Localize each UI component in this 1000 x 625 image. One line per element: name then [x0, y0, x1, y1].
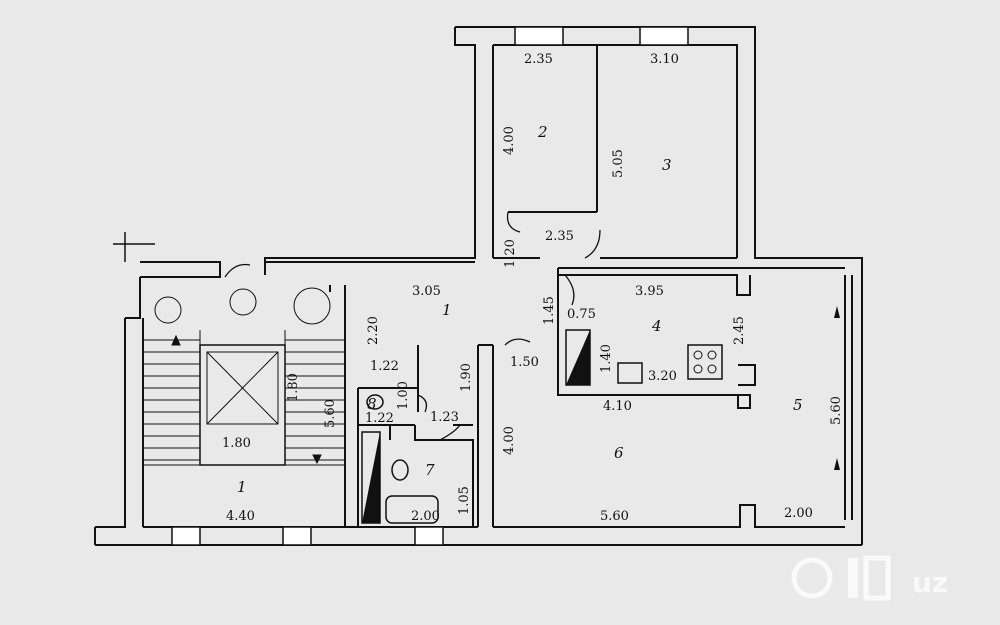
dim-stair-depth: 2.20 — [366, 316, 381, 345]
watermark-logo: uz — [791, 555, 948, 601]
dim-landing-length: 5.60 — [323, 399, 338, 428]
dim-room4-side-b: 0.75 — [567, 307, 596, 322]
dim-room2-lower: 2.35 — [545, 229, 574, 244]
vent-shaft-room4 — [566, 330, 590, 385]
stairwell-corner — [125, 277, 141, 319]
watermark-o-icon — [791, 557, 833, 599]
walls — [94, 26, 863, 546]
room-number-7: 7 — [425, 461, 435, 479]
door-stair-top — [224, 263, 251, 278]
dim-room4-niche: 1.40 — [599, 344, 614, 373]
balcony-window-b — [834, 458, 840, 470]
bathtub-icon — [385, 495, 439, 524]
window-room3 — [639, 26, 689, 46]
fixtures — [361, 306, 840, 524]
door-room8 — [417, 394, 428, 413]
dim-room2-length: 4.00 — [502, 126, 517, 155]
dim-room4-depth: 2.45 — [732, 316, 747, 345]
windows — [171, 26, 689, 546]
vent-shaft-room7 — [362, 432, 380, 523]
stove-icon — [687, 344, 723, 380]
door-room2 — [506, 211, 521, 233]
dim-stove-run: 3.20 — [648, 369, 677, 384]
dim-room6-width: 5.60 — [600, 509, 629, 524]
dim-room4-width: 3.95 — [635, 284, 664, 299]
dim-room7-depth: 1.05 — [457, 486, 472, 515]
window-stair-2 — [282, 526, 312, 546]
door-room7 — [439, 424, 461, 441]
dim-room7-width: 2.00 — [411, 509, 440, 524]
room2-3-top-inner — [493, 44, 738, 258]
window-stair — [171, 526, 201, 546]
dim-room5-width: 2.00 — [784, 506, 813, 521]
dim-room8-bottom: 1.22 — [365, 411, 394, 426]
sink-icon — [617, 362, 643, 384]
toilet-icon — [366, 394, 384, 410]
dim-room8-top: 1.22 — [370, 359, 399, 374]
window-room7 — [414, 526, 444, 546]
dim-room6-door: 1.50 — [510, 355, 539, 370]
door-room3 — [584, 229, 601, 259]
stair-column-a — [154, 296, 182, 324]
room-number-4: 4 — [651, 317, 662, 335]
doors — [224, 211, 601, 441]
room4-top-inner — [557, 268, 751, 296]
room-number-6: 6 — [614, 444, 624, 462]
room-number-8: 8 — [367, 395, 377, 413]
stair-arrow-up — [171, 334, 181, 346]
dim-room4-lower: 4.10 — [603, 399, 632, 414]
stairwell-top-wall — [140, 261, 221, 278]
dim-stair-span: 1.80 — [286, 373, 301, 402]
dim-room2-width: 2.35 — [524, 52, 553, 67]
door-room6 — [504, 338, 531, 346]
dim-corridor-width: 1.20 — [503, 239, 518, 268]
watermark-b-icon — [863, 555, 891, 601]
window-room2 — [514, 26, 564, 46]
dim-room5-length: 5.60 — [829, 396, 844, 425]
dim-hall-depth: 1.90 — [459, 363, 474, 392]
washbasin-icon — [391, 459, 409, 481]
watermark-bar-icon — [848, 558, 858, 598]
outer-wall-left-upper — [264, 27, 476, 275]
lift-cab — [206, 351, 279, 425]
room-number-5: 5 — [793, 396, 803, 414]
door-room4 — [564, 274, 575, 306]
room-number-hall: 1 — [442, 301, 452, 319]
corner-mark — [113, 232, 155, 262]
stairwell-left-wall-outer — [95, 318, 126, 528]
stair-arrow-down — [312, 454, 322, 465]
stairs — [143, 287, 345, 466]
balcony-window-a — [834, 306, 840, 318]
lift-cross-b — [206, 351, 279, 425]
room4-niche — [738, 364, 756, 386]
dim-lift-width: 1.80 — [222, 436, 251, 451]
stair-column-b — [229, 288, 257, 316]
dim-stairwell-width: 4.40 — [226, 509, 255, 524]
dim-room8-depth: 1.00 — [396, 381, 411, 410]
room-numbers: 1 1 2 3 4 5 6 7 8 — [237, 123, 803, 496]
watermark-text: uz — [912, 566, 948, 599]
room-number-stairwell: 1 — [237, 478, 247, 496]
dim-room3-length: 5.05 — [611, 149, 626, 178]
room-number-2: 2 — [537, 123, 548, 141]
room6-bottom-wall — [493, 504, 845, 528]
dim-room4-side-a: 1.45 — [542, 296, 557, 325]
dim-room6-length: 4.00 — [502, 426, 517, 455]
dimension-labels: 2.35 3.10 4.00 5.05 1.20 2.35 3.05 3.95 … — [222, 52, 844, 524]
dim-room7-door: 1.23 — [430, 410, 459, 425]
dim-room3-width: 3.10 — [650, 52, 679, 67]
room-number-3: 3 — [662, 156, 672, 174]
room7-top-right — [414, 425, 474, 527]
dim-hall-width: 3.05 — [412, 284, 441, 299]
stair-column-c — [293, 287, 331, 325]
room4-bottom-wall — [557, 385, 751, 409]
